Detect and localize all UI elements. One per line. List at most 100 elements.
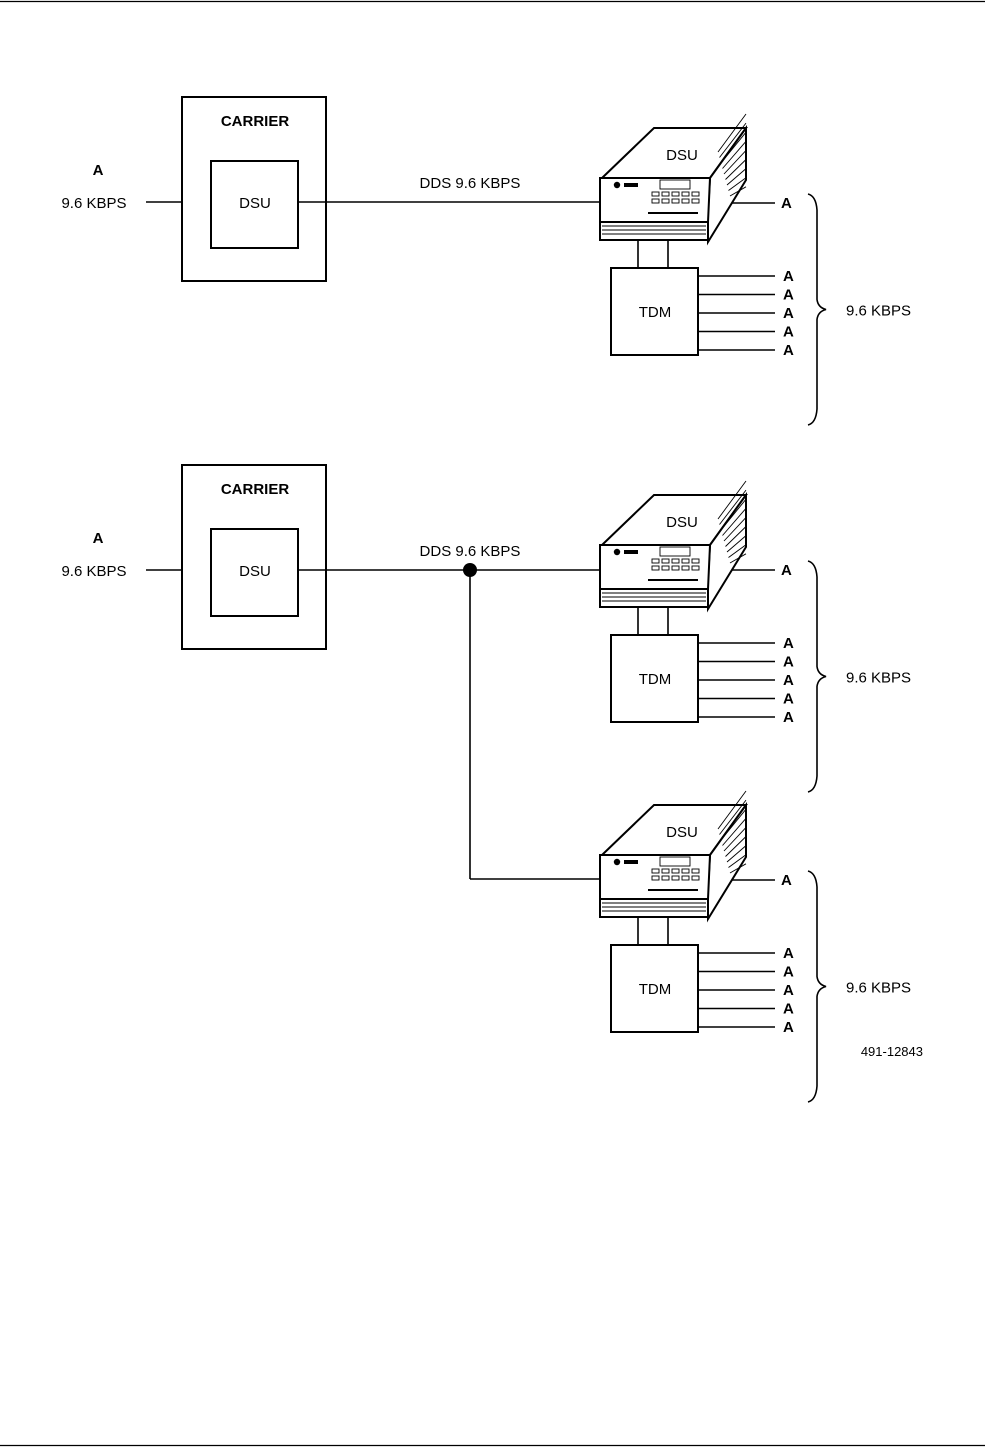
carrier-title: CARRIER — [221, 481, 290, 498]
tdm-port-label: A — [783, 287, 794, 304]
tdm-box — [610, 267, 699, 356]
dsu-key — [651, 558, 660, 564]
tdm-port-label: A — [783, 324, 794, 341]
dsu-side-rib — [729, 186, 747, 197]
tdm-port-label: A — [783, 982, 794, 999]
dsu-side-rib — [729, 863, 747, 874]
tdm-box — [610, 944, 699, 1033]
dsu-side-rib — [726, 168, 747, 186]
dsu-key — [691, 558, 700, 564]
dsu-side-rib — [725, 159, 747, 180]
dsu-side-rib — [726, 845, 747, 863]
dsu-side-rib — [722, 508, 747, 536]
carrier-dsu-label: DSU — [239, 195, 271, 212]
tdm-port-label: A — [783, 654, 794, 671]
carrier-dsu-label: DSU — [239, 563, 271, 580]
dsu-display — [659, 856, 691, 867]
brace-rate-label: 9.6 KBPS — [846, 303, 911, 320]
dsu-power-indicator — [613, 181, 621, 189]
dsu-badge — [624, 183, 638, 187]
tdm-port-label: A — [783, 964, 794, 981]
dsu-key — [691, 198, 700, 204]
dsu-key — [661, 558, 670, 564]
dsu-key — [681, 875, 690, 881]
tdm-port-label: A — [783, 268, 794, 285]
rate-brace — [807, 193, 827, 426]
dsu-power-indicator — [613, 548, 621, 556]
brace-rate-label: 9.6 KBPS — [846, 670, 911, 687]
dsu-base — [599, 221, 709, 241]
dsu-side-rib — [719, 799, 747, 835]
dsu-key — [671, 875, 680, 881]
tdm-port-label: A — [783, 305, 794, 322]
dsu-key — [671, 558, 680, 564]
dsu-key — [681, 191, 690, 197]
dsu-display — [659, 179, 691, 190]
dsu-side-rib — [722, 141, 747, 169]
dsu-side-rib — [717, 480, 747, 520]
dsu-key — [681, 868, 690, 874]
tdm-port-label: A — [783, 672, 794, 689]
source-terminal-label: A — [93, 530, 104, 547]
dsu-key — [661, 875, 670, 881]
dsu-side-rib — [728, 544, 747, 558]
tdm-box — [610, 634, 699, 723]
dsu-badge — [624, 550, 638, 554]
dds-link-label: DDS 9.6 KBPS — [420, 543, 521, 560]
dsu-side-rib — [725, 526, 747, 547]
dsu-tdm-connector — [637, 916, 669, 946]
tdm-port-label: A — [783, 1001, 794, 1018]
dsu-key — [671, 868, 680, 874]
tdm-port-label: A — [783, 691, 794, 708]
dsu-side-rib — [719, 489, 747, 525]
rate-brace — [807, 560, 827, 793]
dsu-key — [661, 868, 670, 874]
dsu-badge — [624, 860, 638, 864]
dsu-side-rib — [723, 517, 747, 542]
dsu-port-label: A — [781, 195, 792, 212]
dsu-side-rib — [720, 131, 747, 164]
dsu-side-rib — [719, 122, 747, 158]
tdm-label: TDM — [639, 981, 672, 998]
dsu-key — [691, 191, 700, 197]
dsu-side-rib — [725, 836, 747, 857]
tdm-port-label: A — [783, 709, 794, 726]
tdm-port-label: A — [783, 1019, 794, 1036]
tdm-label: TDM — [639, 671, 672, 688]
dsu-key — [671, 565, 680, 571]
dsu-key — [651, 875, 660, 881]
dsu-key — [681, 565, 690, 571]
dsu-key — [661, 198, 670, 204]
source-rate-label: 9.6 KBPS — [61, 195, 126, 212]
brace-rate-label: 9.6 KBPS — [846, 980, 911, 997]
dsu-key — [661, 565, 670, 571]
dsu-key — [691, 875, 700, 881]
dsu-label: DSU — [666, 824, 698, 841]
dsu-key — [651, 565, 660, 571]
dsu-side-rib — [726, 535, 747, 553]
dsu-side-rib — [717, 790, 747, 830]
dsu-key — [691, 868, 700, 874]
dsu-side-rib — [722, 818, 747, 846]
dsu-side-rib — [717, 113, 747, 153]
dsu-label: DSU — [666, 147, 698, 164]
dsu-display — [659, 546, 691, 557]
dsu-port-label: A — [781, 562, 792, 579]
dsu-tdm-connector — [637, 606, 669, 636]
dsu-side-rib — [723, 827, 747, 852]
dsu-side-rib — [723, 150, 747, 175]
dsu-power-indicator — [613, 858, 621, 866]
dsu-key — [651, 198, 660, 204]
dsu-key — [651, 868, 660, 874]
dsu-base — [599, 898, 709, 918]
dsu-key — [661, 191, 670, 197]
dsu-key — [671, 198, 680, 204]
tdm-port-label: A — [783, 635, 794, 652]
figure-number: 491-12843 — [861, 1044, 923, 1059]
